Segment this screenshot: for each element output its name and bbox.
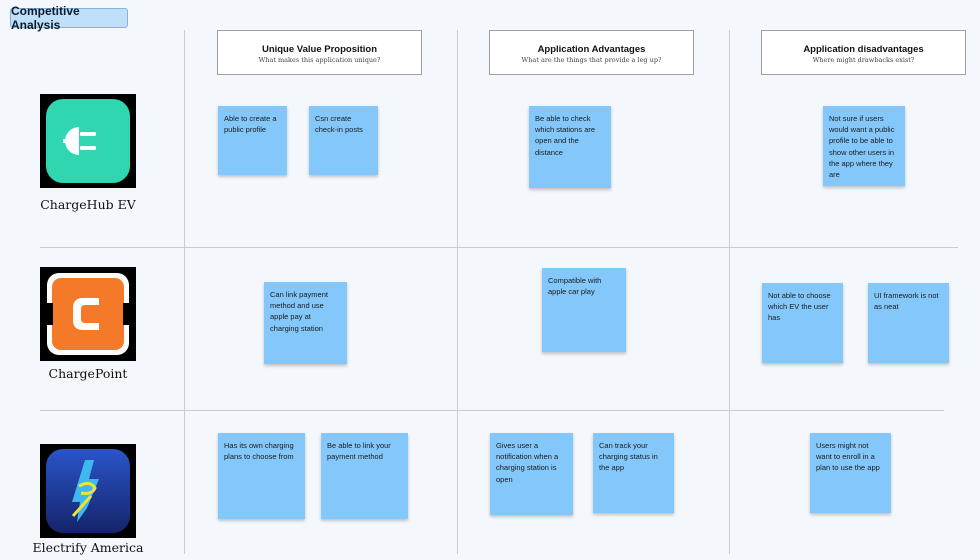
sticky-note[interactable]: Be able to link your payment method — [321, 433, 408, 519]
row-divider — [40, 410, 944, 411]
chargehub-logo[interactable] — [40, 94, 136, 188]
sticky-note[interactable]: Compatible with apple car play — [542, 268, 626, 352]
column-divider — [457, 30, 458, 554]
sticky-note[interactable]: Has its own charging plans to choose fro… — [218, 433, 305, 519]
chargepoint-logo[interactable] — [40, 267, 136, 361]
column-header-disadvantages[interactable]: Application disadvantages Where might dr… — [761, 30, 966, 75]
electrify-america-logo[interactable] — [40, 444, 136, 538]
sticky-note[interactable]: Users might not want to enroll in a plan… — [810, 433, 891, 513]
lightning-e-icon — [46, 449, 130, 533]
sticky-note[interactable]: Csn create check-in posts — [309, 106, 378, 175]
column-title: Application disadvantages — [803, 44, 924, 55]
column-divider — [184, 30, 185, 554]
row-divider — [40, 247, 958, 248]
column-divider — [729, 30, 730, 554]
plug-icon — [46, 99, 130, 183]
board-title[interactable]: Competitive Analysis — [10, 4, 128, 32]
sticky-note[interactable]: Can link payment method and use apple pa… — [264, 282, 347, 364]
column-title: Unique Value Proposition — [261, 44, 378, 55]
column-header-uvp[interactable]: Unique Value Proposition What makes this… — [217, 30, 422, 75]
sticky-note[interactable]: UI framework is not as neat — [868, 283, 949, 363]
column-title: Application Advantages — [537, 44, 646, 55]
column-subtitle: What are the things that provide a leg u… — [521, 56, 662, 64]
sticky-note[interactable]: Be able to check which stations are open… — [529, 106, 611, 188]
sticky-note[interactable]: Gives user a notification when a chargin… — [490, 433, 573, 515]
app-name-electrify-america: Electrify America — [32, 540, 144, 555]
sticky-note[interactable]: Not sure if users would want a public pr… — [823, 106, 905, 186]
column-subtitle: What makes this application unique? — [258, 56, 381, 64]
app-name-chargehub: ChargeHub EV — [40, 197, 136, 212]
sticky-note[interactable]: Not able to choose which EV the user has — [762, 283, 843, 363]
sticky-note[interactable]: Able to create a public profile — [218, 106, 287, 175]
sticky-note[interactable]: Can track your charging status in the ap… — [593, 433, 674, 513]
column-subtitle: Where might drawbacks exist? — [812, 56, 915, 64]
chargepoint-c-icon — [43, 273, 133, 355]
app-name-chargepoint: ChargePoint — [48, 366, 128, 381]
column-header-advantages[interactable]: Application Advantages What are the thin… — [489, 30, 694, 75]
